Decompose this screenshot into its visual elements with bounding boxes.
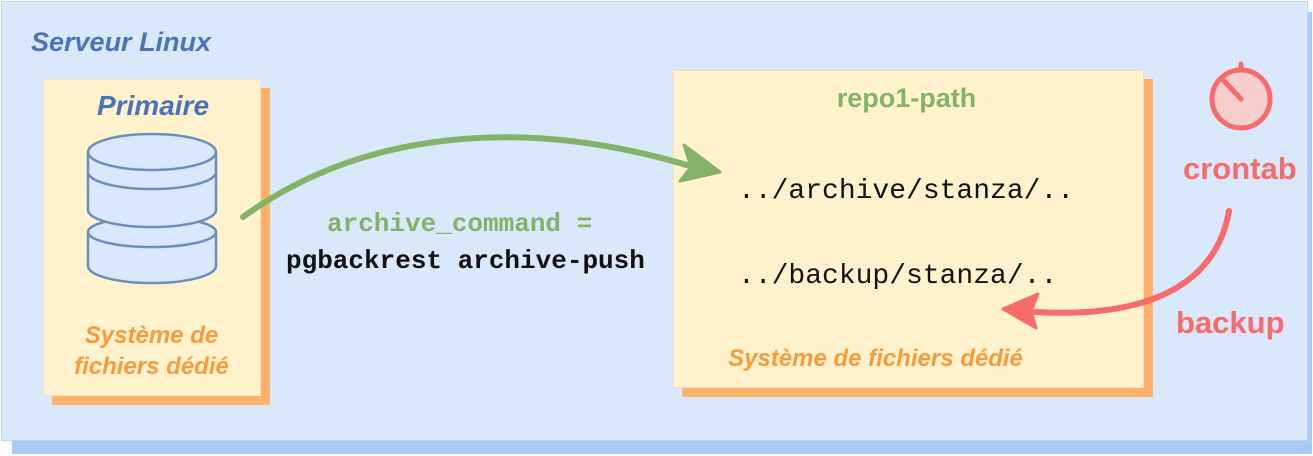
primary-filesystem-text: Système de fichiers dédié — [74, 322, 229, 380]
primary-title: Primaire — [96, 90, 210, 121]
crontab-label: crontab — [1183, 151, 1297, 186]
backup-arrow — [1001, 208, 1232, 330]
repo-box — [673, 70, 1144, 388]
repo-title: repo1-path — [836, 83, 977, 113]
archive-push-arrow — [240, 134, 722, 220]
backup-path: ../backup/stanza/.. — [738, 261, 1058, 292]
repo-filesystem-label: Système de fichiers dédié — [728, 345, 1023, 372]
archive-command-value: pgbackrest archive-push — [286, 246, 645, 276]
archive-path: ../archive/stanza/.. — [738, 176, 1075, 207]
archive-command-label: archive_command = — [327, 209, 593, 239]
server-title: Serveur Linux — [31, 27, 212, 57]
database-icon — [86, 132, 218, 285]
backup-label: backup — [1176, 305, 1285, 340]
primary-filesystem-label: Système de fichiers dédié — [43, 320, 260, 382]
timer-icon — [1209, 61, 1273, 131]
